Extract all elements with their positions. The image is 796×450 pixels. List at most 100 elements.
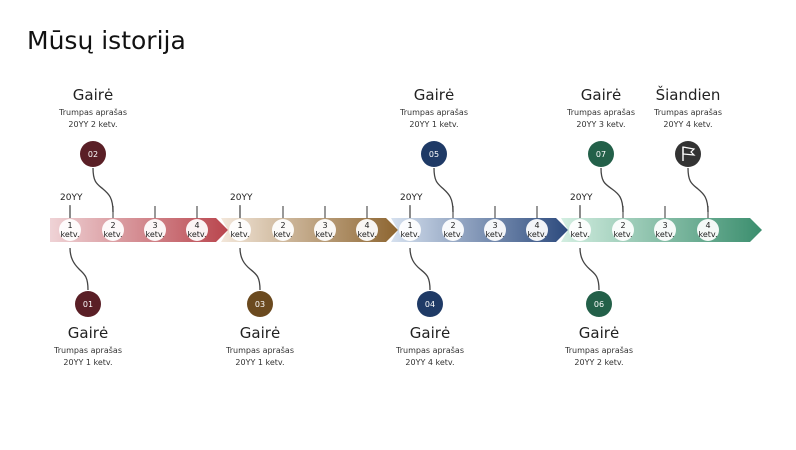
milestone-description: Trumpas aprašas	[565, 346, 633, 355]
quarter-number: 1	[577, 221, 582, 230]
year-label: 20YY	[400, 193, 423, 203]
quarter-number: 4	[364, 221, 369, 230]
milestone-connector	[579, 247, 600, 291]
quarter-dot	[484, 219, 506, 241]
milestone-date: 20YY 4 ketv.	[663, 120, 713, 129]
milestone-connector	[600, 167, 624, 213]
quarter-unit: ketv.	[400, 230, 419, 239]
milestone-description: Trumpas aprašas	[400, 108, 468, 117]
quarter-number: 2	[450, 221, 455, 230]
quarter-unit: ketv.	[230, 230, 249, 239]
quarter-unit: ketv.	[485, 230, 504, 239]
quarter-dot	[399, 219, 421, 241]
quarter-number: 1	[407, 221, 412, 230]
quarter-dot	[102, 219, 124, 241]
quarter-dot	[526, 219, 548, 241]
milestone-description: Trumpas aprašas	[567, 108, 635, 117]
quarter-number: 2	[280, 221, 285, 230]
milestone-title: Gairė	[72, 86, 114, 104]
quarter-number: 1	[237, 221, 242, 230]
quarter-number: 3	[492, 221, 497, 230]
quarter-unit: ketv.	[655, 230, 674, 239]
quarter-unit: ketv.	[357, 230, 376, 239]
milestone-date: 20YY 2 ketv.	[574, 358, 624, 367]
milestone-date: 20YY 1 ketv.	[63, 358, 113, 367]
quarter-number: 4	[705, 221, 710, 230]
quarter-number: 4	[194, 221, 199, 230]
timeline-segment-1	[50, 218, 228, 242]
milestone-marker-06[interactable]	[586, 291, 612, 317]
milestone-marker-02[interactable]	[80, 141, 106, 167]
milestone-number: 02	[88, 150, 98, 159]
quarter-unit: ketv.	[273, 230, 292, 239]
quarter-dot	[59, 219, 81, 241]
quarter-unit: ketv.	[187, 230, 206, 239]
quarter-number: 3	[662, 221, 667, 230]
milestone-date: 20YY 4 ketv.	[405, 358, 455, 367]
quarter-number: 3	[152, 221, 157, 230]
quarter-number: 2	[620, 221, 625, 230]
quarter-unit: ketv.	[60, 230, 79, 239]
year-label: 20YY	[570, 193, 593, 203]
milestone-title: Šiandien	[655, 86, 721, 104]
quarter-dot	[569, 219, 591, 241]
milestone-date: 20YY 1 ketv.	[409, 120, 459, 129]
quarter-dot	[356, 219, 378, 241]
quarter-unit: ketv.	[103, 230, 122, 239]
milestone-number: 01	[83, 300, 93, 309]
quarter-unit: ketv.	[570, 230, 589, 239]
milestone-title: Gairė	[413, 86, 455, 104]
milestone-connector	[69, 247, 89, 291]
timeline-segment-2	[221, 218, 398, 242]
quarter-dot	[186, 219, 208, 241]
milestone-date: 20YY 1 ketv.	[235, 358, 285, 367]
quarter-unit: ketv.	[315, 230, 334, 239]
milestone-connector	[92, 167, 114, 213]
quarter-unit: ketv.	[145, 230, 164, 239]
milestone-connector	[687, 167, 709, 213]
milestone-marker-04[interactable]	[417, 291, 443, 317]
quarter-dot	[612, 219, 634, 241]
quarter-dot	[272, 219, 294, 241]
page-title: Mūsų istorija	[27, 26, 186, 55]
milestone-description: Trumpas aprašas	[59, 108, 127, 117]
milestone-title: Gairė	[409, 324, 451, 342]
milestone-connector	[409, 247, 431, 291]
milestone-description: Trumpas aprašas	[226, 346, 294, 355]
milestone-date: 20YY 2 ketv.	[68, 120, 118, 129]
milestone-connector	[239, 247, 261, 291]
milestone-marker-01[interactable]	[75, 291, 101, 317]
milestone-marker-07[interactable]	[588, 141, 614, 167]
milestone-marker-03[interactable]	[247, 291, 273, 317]
quarter-number: 2	[110, 221, 115, 230]
milestone-number: 06	[594, 300, 604, 309]
milestone-connector	[433, 167, 454, 213]
milestone-date: 20YY 3 ketv.	[576, 120, 626, 129]
milestone-marker-05[interactable]	[421, 141, 447, 167]
milestone-description: Trumpas aprašas	[654, 108, 722, 117]
milestone-title: Gairė	[578, 324, 620, 342]
quarter-number: 3	[322, 221, 327, 230]
quarter-unit: ketv.	[698, 230, 717, 239]
flag-icon	[682, 146, 696, 161]
milestone-description: Trumpas aprašas	[396, 346, 464, 355]
milestone-number: 03	[255, 300, 265, 309]
quarter-dot	[442, 219, 464, 241]
milestone-title: Gairė	[67, 324, 109, 342]
year-label: 20YY	[60, 193, 83, 203]
quarter-number: 4	[534, 221, 539, 230]
timeline-segment-3	[391, 218, 568, 242]
quarter-number: 1	[67, 221, 72, 230]
quarter-dot	[229, 219, 251, 241]
milestone-title: Gairė	[239, 324, 281, 342]
milestone-number: 05	[429, 150, 439, 159]
quarter-unit: ketv.	[443, 230, 462, 239]
